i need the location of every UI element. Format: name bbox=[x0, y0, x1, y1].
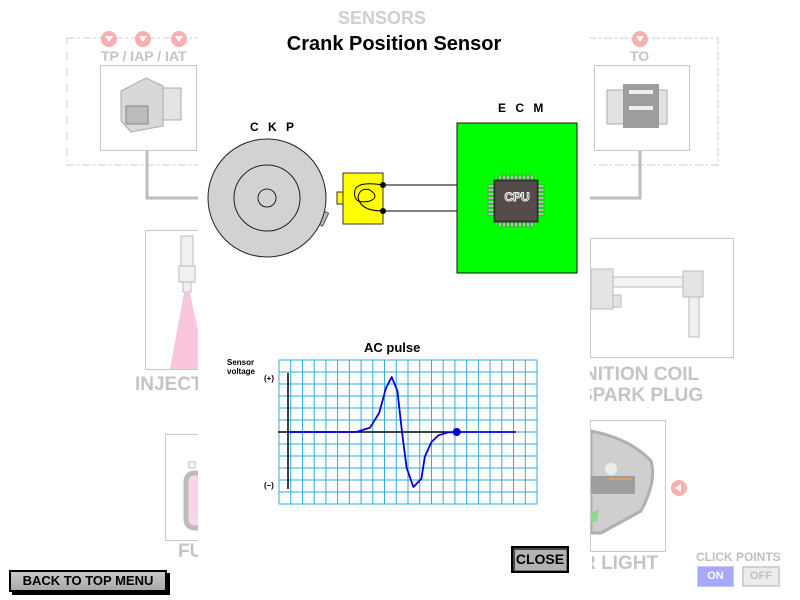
meter-icon bbox=[589, 429, 655, 535]
tp-iap-iat-label: TP / IAP / IAT bbox=[101, 48, 187, 64]
y-tick-minus: (–) bbox=[264, 481, 274, 490]
ignition-label-1: IGNITION COIL bbox=[590, 364, 700, 385]
light-box[interactable] bbox=[589, 420, 666, 552]
hotspot-to[interactable] bbox=[632, 31, 648, 47]
ignition-box[interactable] bbox=[590, 238, 734, 358]
trace-marker-point bbox=[452, 428, 461, 436]
chart-title: AC pulse bbox=[364, 340, 421, 355]
sensors-section-title: SENSORS bbox=[338, 8, 427, 28]
circuit-diagram bbox=[207, 122, 578, 274]
tilt-sensor-icon bbox=[606, 84, 668, 128]
throttle-sensor-icon bbox=[120, 77, 182, 133]
fuel-label: FUEL PUMP bbox=[178, 541, 198, 562]
ac-pulse-chart bbox=[278, 359, 538, 505]
sensor-detail-modal: Crank Position Sensor C K P E C M bbox=[198, 25, 590, 590]
to-label: TO bbox=[630, 48, 650, 64]
click-points-on-button[interactable]: ON bbox=[697, 566, 734, 587]
ckp-rotor bbox=[207, 138, 330, 258]
to-sensor-box[interactable] bbox=[594, 65, 690, 151]
ecm-label: E C M bbox=[498, 101, 547, 115]
tp-sensor-box[interactable] bbox=[100, 65, 197, 151]
series-line-sensor-voltage bbox=[288, 376, 516, 488]
cpu-chip-icon bbox=[487, 174, 545, 228]
hotspot-iap[interactable] bbox=[135, 31, 151, 47]
hotspot-tp[interactable] bbox=[101, 31, 117, 47]
click-points-off-button[interactable]: OFF bbox=[742, 566, 780, 587]
injector-label: INJECTOR bbox=[135, 374, 198, 395]
injector-icon bbox=[170, 235, 206, 369]
y-tick-plus: (+) bbox=[264, 374, 274, 383]
back-to-top-menu-button[interactable]: BACK TO TOP MENU bbox=[9, 570, 167, 592]
close-button[interactable]: CLOSE bbox=[511, 546, 569, 573]
light-label: INDICATOR LIGHT bbox=[592, 553, 659, 574]
hotspot-iat[interactable] bbox=[171, 31, 187, 47]
ecm-box bbox=[456, 122, 578, 274]
hotspot-indicator[interactable] bbox=[671, 480, 687, 496]
cpu-label: CPU bbox=[504, 190, 530, 205]
ckp-label: C K P bbox=[250, 120, 298, 134]
ckp-pickup-sensor bbox=[336, 172, 386, 225]
ignition-coil-icon bbox=[590, 268, 704, 338]
ignition-label-2: SPARK PLUG bbox=[590, 385, 704, 406]
injector-box[interactable] bbox=[145, 230, 207, 370]
click-points-label: CLICK POINTS bbox=[696, 550, 781, 564]
y-axis-label: Sensor voltage bbox=[227, 358, 256, 376]
modal-title: Crank Position Sensor bbox=[286, 33, 502, 55]
